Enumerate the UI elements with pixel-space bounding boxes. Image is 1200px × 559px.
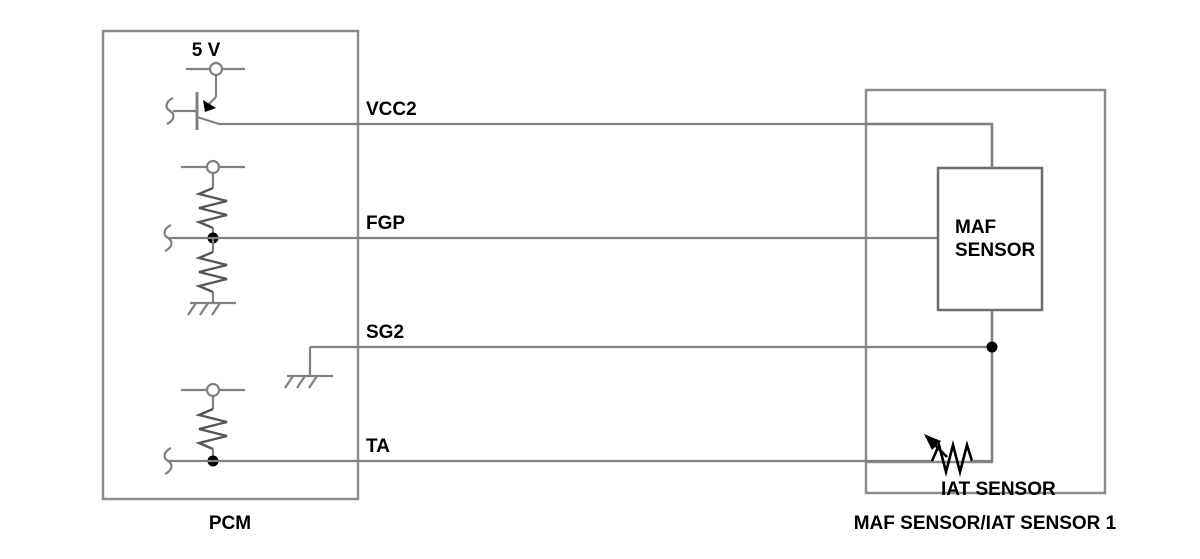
wire-label-fgp: FGP xyxy=(366,213,405,234)
resistor-iat-thermistor xyxy=(930,439,974,478)
iat-thermistor-arrow-icon xyxy=(924,434,941,450)
supply-node-circle-fgp xyxy=(205,159,221,175)
pcm-module-box xyxy=(101,29,360,501)
resistor-fgp-pullup xyxy=(195,186,228,230)
wire-label-sg2: SG2 xyxy=(366,322,404,343)
wire-label-ta: TA xyxy=(366,436,390,457)
resistor-fgp-pulldown xyxy=(195,250,228,294)
maf-sensor-box xyxy=(936,166,1044,312)
resistor-ta-pullup xyxy=(195,407,228,451)
junction-dot-sg2-sensor xyxy=(986,341,998,353)
maf-sensor-label-line2: SENSOR xyxy=(955,240,1036,261)
ground-symbol-sg2 xyxy=(284,374,333,389)
pcm-pigtail-vcc2 xyxy=(165,97,175,125)
sensor-assembly-label: MAF SENSOR/IAT SENSOR 1 xyxy=(854,513,1117,534)
supply-node-circle-ta xyxy=(205,382,221,398)
supply-node-circle-vcc2 xyxy=(208,61,224,77)
wire-label-vcc2: VCC2 xyxy=(366,99,417,120)
ground-symbol-fgp xyxy=(187,301,236,316)
transistor-emitter-slant xyxy=(196,115,220,126)
transistor-arrow-icon xyxy=(203,100,216,112)
iat-sensor-label: IAT SENSOR xyxy=(941,479,1056,500)
supply-voltage-label: 5 V xyxy=(192,40,221,61)
sensor-assembly-outer-box xyxy=(864,88,1107,495)
maf-sensor-label-line1: MAF xyxy=(955,217,996,238)
pcm-module-label: PCM xyxy=(209,513,251,534)
